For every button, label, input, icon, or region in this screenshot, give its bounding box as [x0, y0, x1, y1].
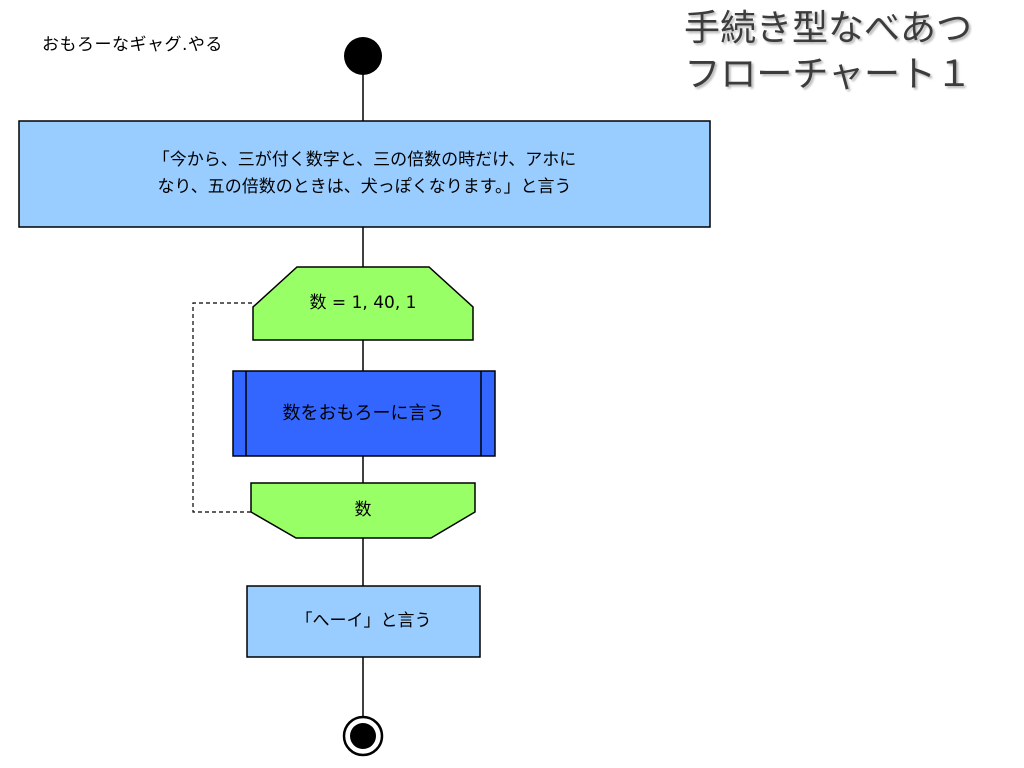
subroutine-box	[232, 370, 496, 457]
title-line-1: 手続き型なべあつ	[683, 8, 972, 49]
intro-text-line-2: なり、五の倍数のときは、犬っぽくなります。」と言う	[157, 177, 572, 197]
intro-process-box	[18, 120, 711, 228]
corner-label: おもろーなギャグ.やる	[42, 35, 223, 55]
final-process-box	[246, 585, 481, 658]
slide-title: 手続き型なべあつ フローチャート１	[684, 6, 972, 98]
subroutine-text: 数をおもろーに言う	[282, 403, 445, 424]
title-line-2: フローチャート１	[684, 54, 972, 95]
final-text: 「へーイ」と言う	[295, 611, 432, 631]
intro-text: 「今から、三が付く数字と、三の倍数の時だけ、アホに なり、五の倍数のときは、犬っ…	[19, 121, 710, 227]
loop-end-text: 数	[354, 500, 372, 520]
end-node-inner	[350, 723, 376, 749]
loop-back-line	[192, 302, 252, 513]
intro-text-line-1: 「今から、三が付く数字と、三の倍数の時だけ、アホに	[152, 150, 577, 170]
start-node	[344, 37, 382, 75]
loop-start-text: 数 = 1, 40, 1	[309, 293, 417, 313]
loop-start-shape	[252, 266, 474, 341]
loop-end-shape	[250, 482, 476, 539]
